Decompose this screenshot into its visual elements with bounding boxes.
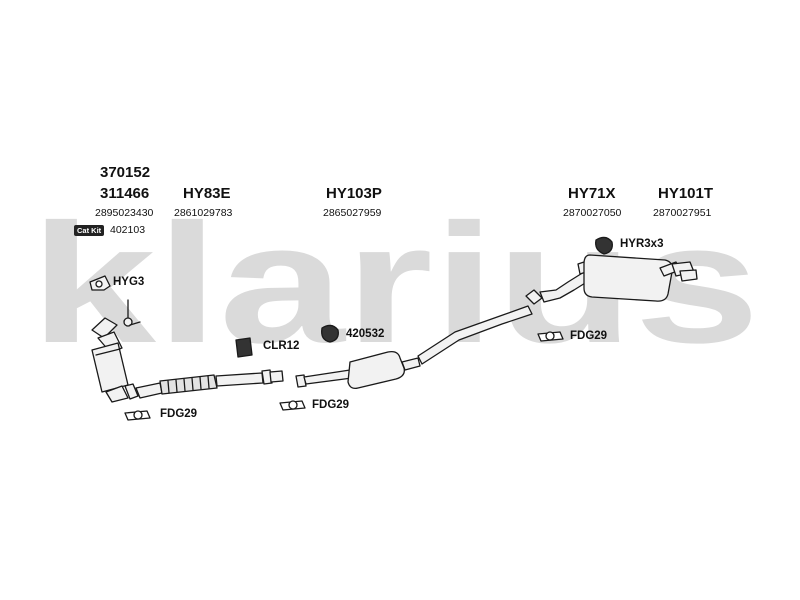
label-fdg29-rear: FDG29 bbox=[570, 330, 608, 342]
part-number-hy103p: HY103P bbox=[326, 185, 382, 202]
part-number-hy83e: HY83E bbox=[183, 185, 231, 202]
rear-silencer bbox=[525, 254, 698, 305]
flange-gasket-icon bbox=[537, 331, 564, 342]
flange-gasket-icon bbox=[124, 410, 151, 421]
label-hyg3: HYG3 bbox=[113, 276, 145, 288]
cat-kit-badge: Cat Kit bbox=[74, 225, 105, 236]
rubber-mount-icon bbox=[235, 337, 253, 358]
part-number-hy71x: HY71X bbox=[568, 185, 616, 202]
rubber-mount-icon bbox=[321, 324, 339, 343]
front-pipe bbox=[124, 369, 284, 400]
centre-silencer bbox=[295, 305, 533, 390]
cat-kit-code: 402103 bbox=[110, 224, 146, 236]
flange-gasket-icon bbox=[279, 400, 306, 411]
reference-number: 2895023430 bbox=[95, 207, 154, 219]
reference-number: 2861029783 bbox=[174, 207, 233, 219]
sensor-icon bbox=[123, 299, 141, 327]
reference-number: 2870027050 bbox=[563, 207, 622, 219]
part-number-hy101t: HY101T bbox=[658, 185, 714, 202]
rubber-mount-icon bbox=[595, 236, 613, 255]
reference-number: 2865027959 bbox=[323, 207, 382, 219]
label-fdg29-middle: FDG29 bbox=[312, 399, 350, 411]
label-420532: 420532 bbox=[346, 328, 385, 340]
catalytic-converter bbox=[91, 317, 129, 403]
part-number-370152: 370152 bbox=[100, 164, 151, 181]
label-clr12: CLR12 bbox=[263, 340, 300, 352]
part-number-311466: 311466 bbox=[100, 185, 150, 202]
reference-number: 2870027951 bbox=[653, 207, 712, 219]
label-hyr3x3: HYR3x3 bbox=[620, 238, 664, 250]
label-fdg29-front: FDG29 bbox=[160, 408, 198, 420]
gasket-icon bbox=[89, 275, 111, 291]
